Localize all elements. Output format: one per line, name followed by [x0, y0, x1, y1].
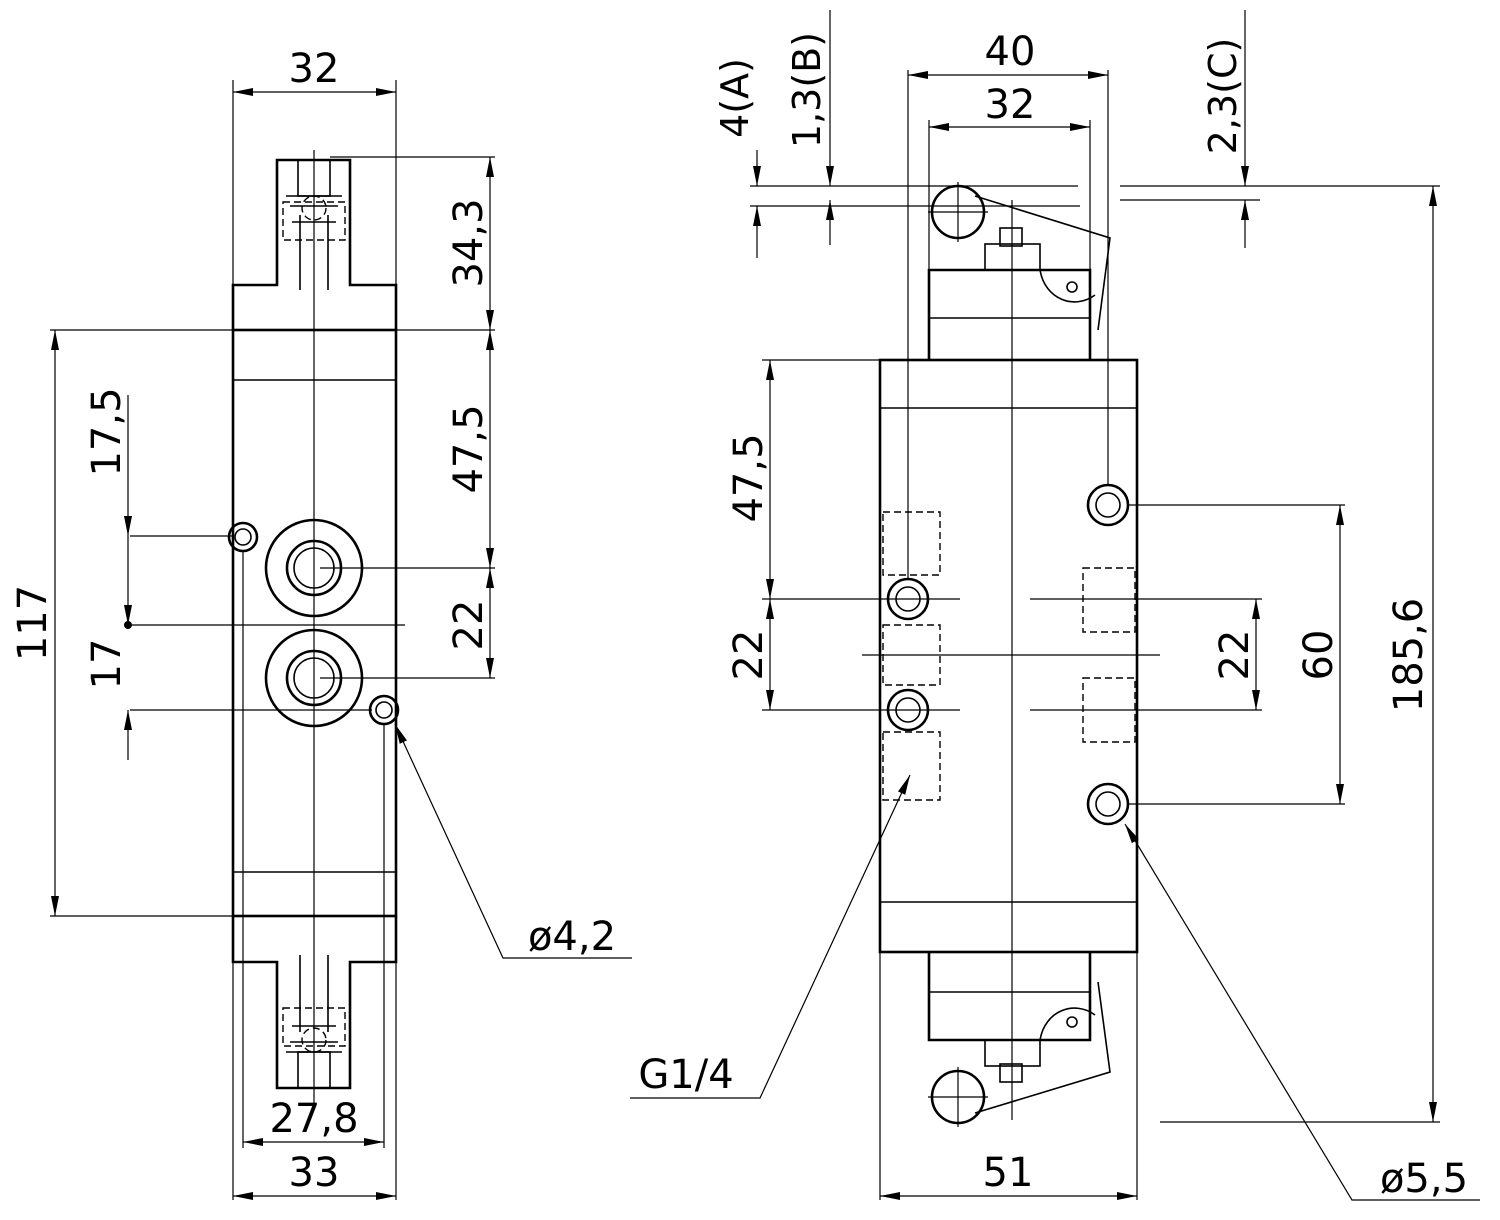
dim-offset-b: 1,3(B): [785, 32, 829, 148]
left-construction-lines: [50, 80, 495, 1200]
label-mount-hole-diameter: ø5,5: [1380, 1156, 1468, 1202]
dim-base-width: 51: [983, 1150, 1034, 1196]
left-view: 32 34,3 47,5 22 117 17,5 17 27,8 33 ø4,2: [10, 46, 632, 1200]
dim-mount-pitch: 60: [1296, 630, 1342, 681]
label-hole-diameter: ø4,2: [528, 914, 616, 960]
dim-total-height-right: 185,6: [1386, 598, 1432, 713]
dim-port-pitch-right: 22: [1212, 630, 1258, 681]
right-body: [878, 358, 1139, 954]
right-dimensions: [630, 10, 1480, 1201]
dim-upper-offset: 17,5: [84, 387, 130, 476]
dim-top-to-port-right: 47,5: [726, 433, 772, 522]
dim-total-height: 117: [10, 585, 56, 661]
top-roller-actuator: [927, 182, 1111, 360]
left-dimensions: [51, 88, 632, 1200]
mount-hole-top: [1086, 483, 1130, 527]
mount-hole-bottom: [1086, 782, 1130, 826]
dim-offset-a: 4(A): [713, 58, 757, 138]
dim-port-pitch-left: 22: [726, 630, 772, 681]
dim-actuator-height: 34,3: [446, 198, 492, 287]
dim-outer-width-top: 40: [985, 29, 1036, 75]
bottom-roller-actuator: [927, 952, 1111, 1127]
dim-port-pitch: 22: [446, 600, 492, 651]
right-construction-lines: [750, 70, 1440, 1200]
dim-inner-width-top: 32: [985, 82, 1036, 128]
right-view: 40 32 4(A) 1,3(B) 2,3(C) 47,5 22 22 60 1…: [630, 10, 1480, 1202]
dim-bottom-width: 33: [289, 1150, 340, 1196]
mount-hole-lower: [368, 694, 400, 726]
dim-top-to-port: 47,5: [446, 404, 492, 493]
dim-lower-offset: 17: [84, 639, 130, 690]
dim-offset-c: 2,3(C): [1201, 38, 1245, 155]
dim-bottom-inner: 27,8: [269, 1096, 358, 1142]
label-thread: G1/4: [638, 1052, 733, 1098]
dim-width-top: 32: [289, 46, 340, 92]
